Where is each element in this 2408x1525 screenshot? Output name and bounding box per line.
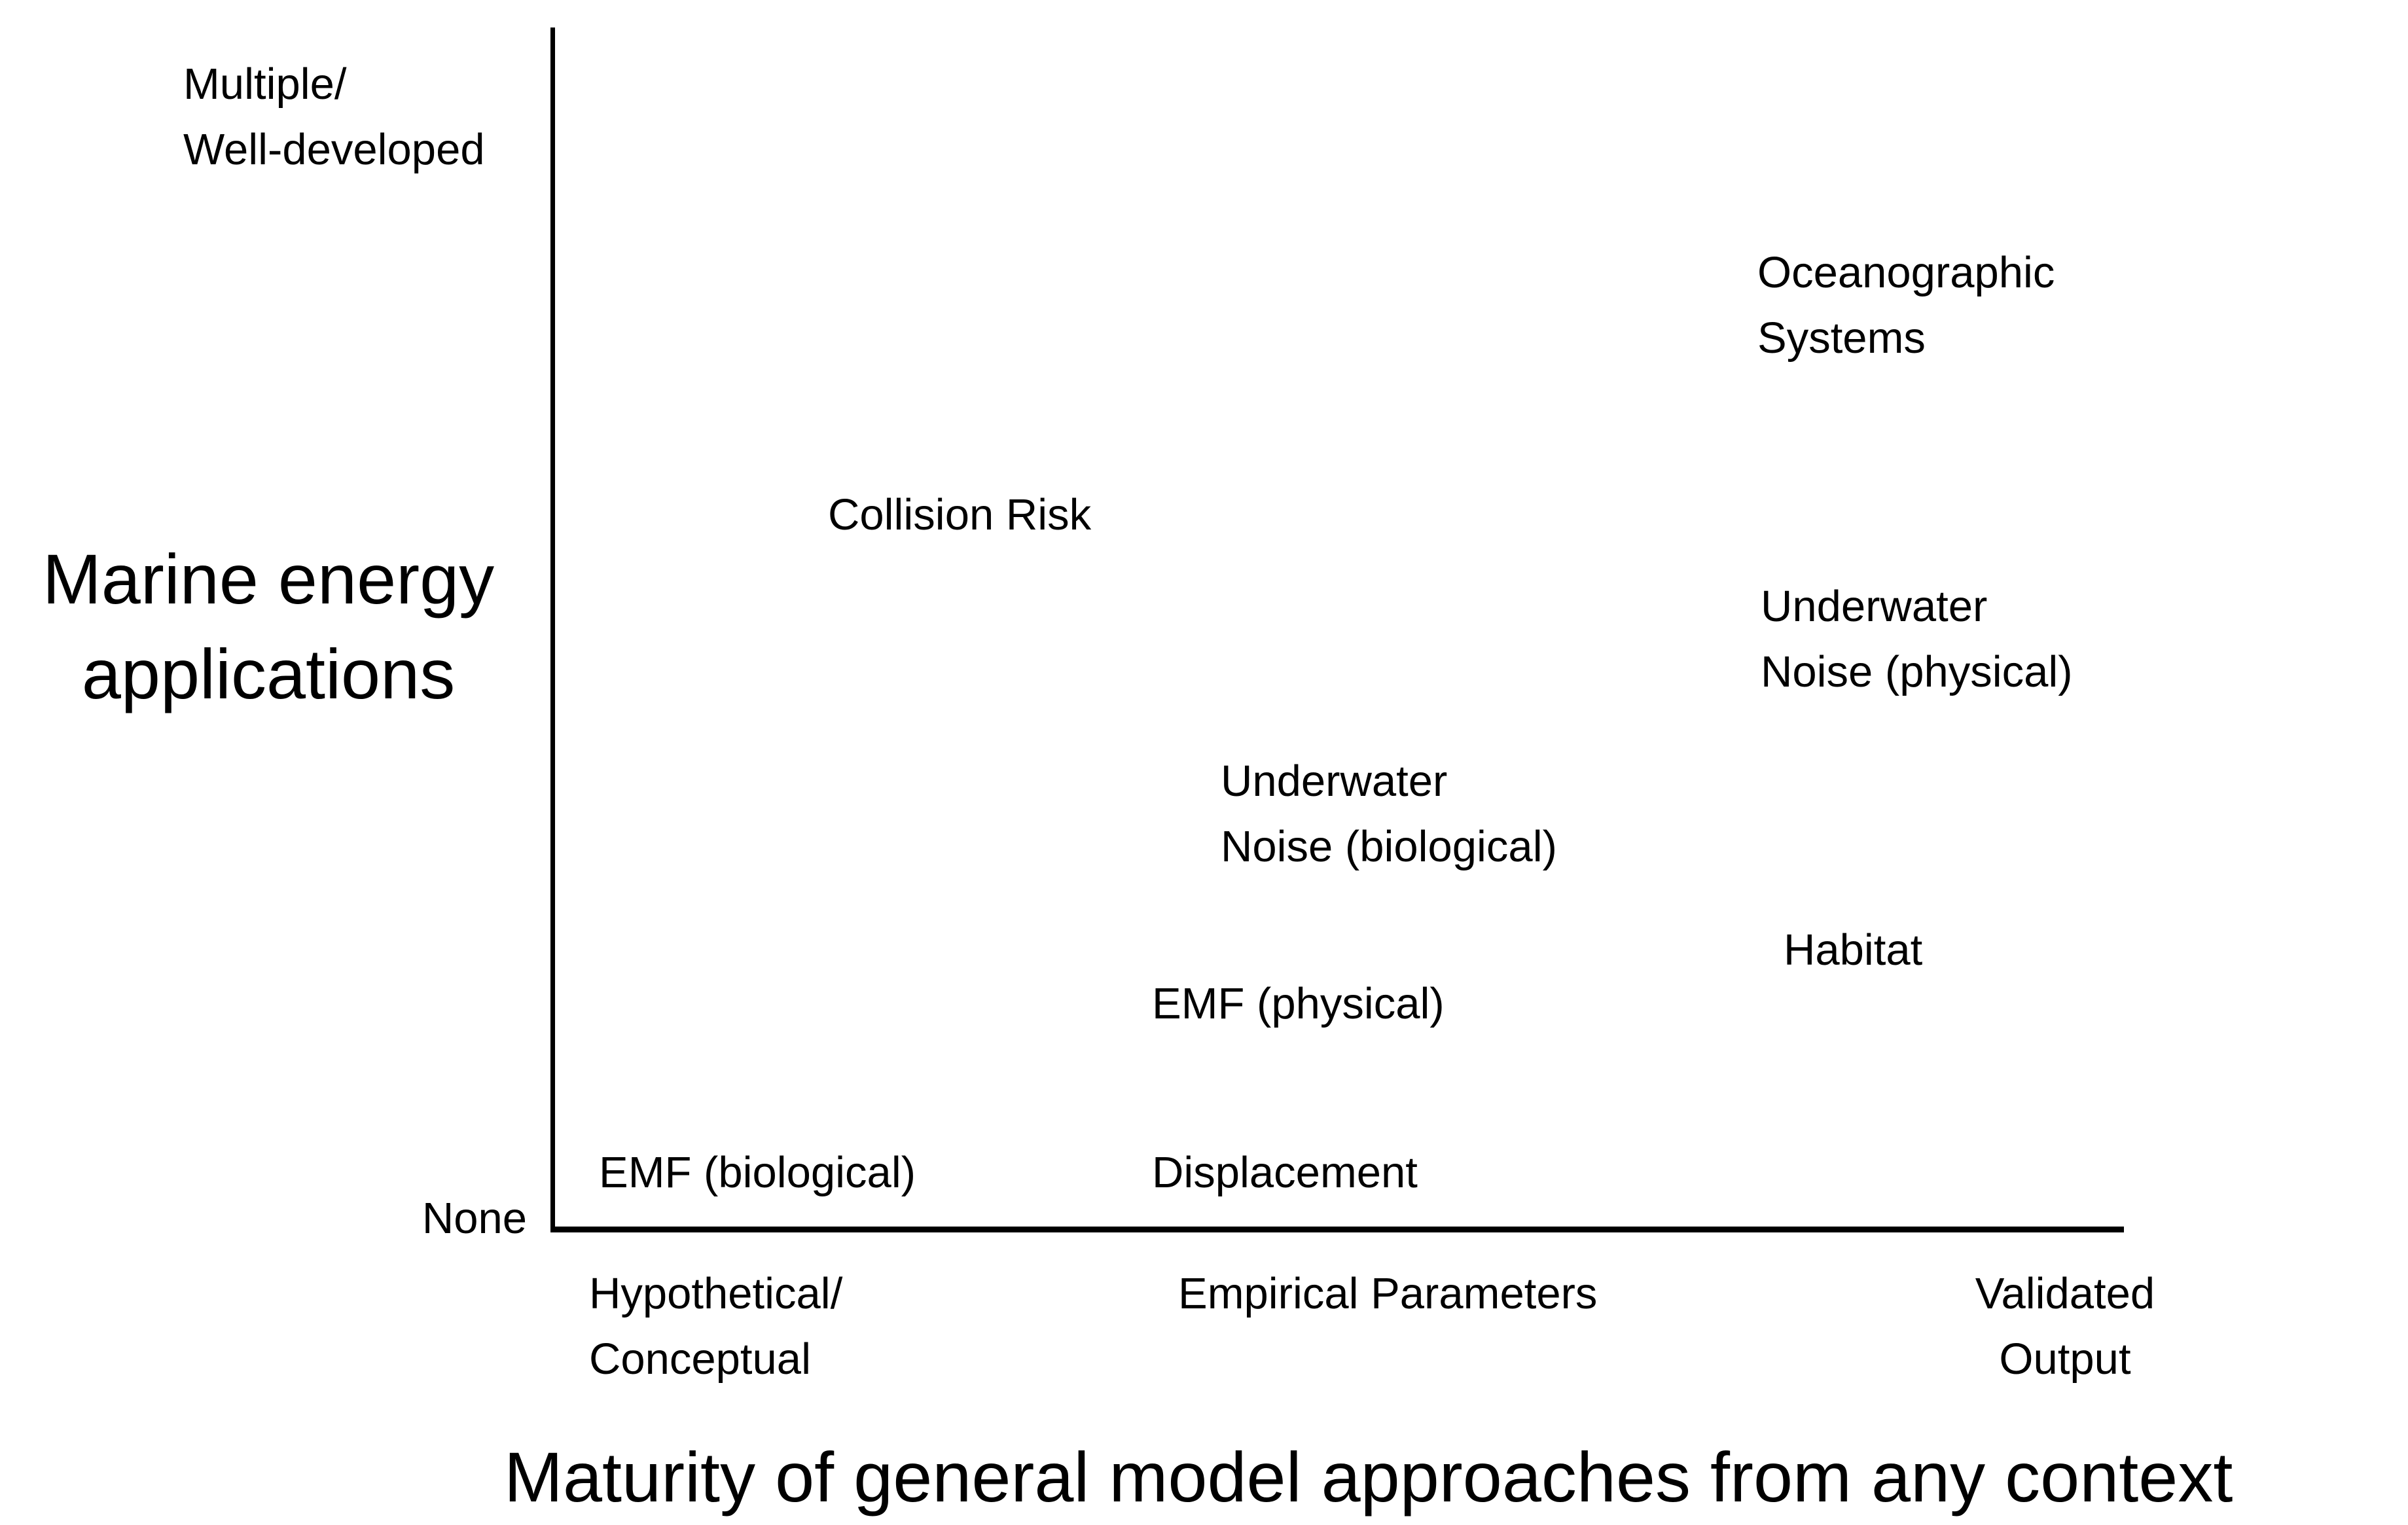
x-tick-validated-output-line1: Validated	[1975, 1269, 2155, 1318]
y-axis-max-label-line1: Multiple/	[183, 60, 347, 109]
point-label-oceanographic-systems-line1: Oceanographic	[1757, 248, 2055, 297]
point-label-emf-biological: EMF (biological)	[599, 1148, 916, 1197]
point-label-underwater-noise-biological-line1: Underwater	[1221, 757, 1448, 806]
point-label-underwater-noise-physical-line2: Noise (physical)	[1761, 647, 2073, 696]
x-tick-hypothetical-conceptual: Hypothetical/ Conceptual	[589, 1261, 842, 1392]
x-axis-title: Maturity of general model approaches fro…	[504, 1437, 2233, 1516]
y-axis-max-label-line2: Well-developed	[183, 125, 485, 174]
y-axis-title: Marine energy applications	[13, 531, 524, 721]
y-axis-title-line2: applications	[81, 634, 456, 713]
point-label-emf-physical: EMF (physical)	[1152, 979, 1445, 1028]
point-label-underwater-noise-biological-line2: Noise (biological)	[1221, 822, 1557, 871]
x-tick-validated-output-line2: Output	[1999, 1335, 2131, 1384]
point-label-oceanographic-systems: Oceanographic Systems	[1757, 240, 2055, 371]
point-label-underwater-noise-biological: Underwater Noise (biological)	[1221, 749, 1557, 880]
x-tick-empirical-parameters: Empirical Parameters	[1178, 1269, 1598, 1318]
point-label-oceanographic-systems-line2: Systems	[1757, 314, 1926, 363]
y-axis-min-label: None	[422, 1194, 527, 1243]
x-tick-hypothetical-conceptual-line1: Hypothetical/	[589, 1269, 843, 1318]
y-axis-line	[550, 27, 555, 1232]
x-tick-validated-output: Validated Output	[1934, 1261, 2196, 1392]
x-tick-hypothetical-conceptual-line2: Conceptual	[589, 1335, 811, 1384]
y-axis-title-line1: Marine energy	[42, 539, 495, 619]
x-axis-line	[550, 1227, 2124, 1232]
point-label-underwater-noise-physical-line1: Underwater	[1761, 582, 1988, 631]
y-axis-max-label: Multiple/ Well-developed	[183, 52, 485, 183]
point-label-displacement: Displacement	[1152, 1148, 1418, 1197]
point-label-habitat: Habitat	[1784, 925, 1923, 975]
point-label-collision-risk: Collision Risk	[828, 490, 1092, 539]
point-label-underwater-noise-physical: Underwater Noise (physical)	[1761, 574, 2073, 705]
